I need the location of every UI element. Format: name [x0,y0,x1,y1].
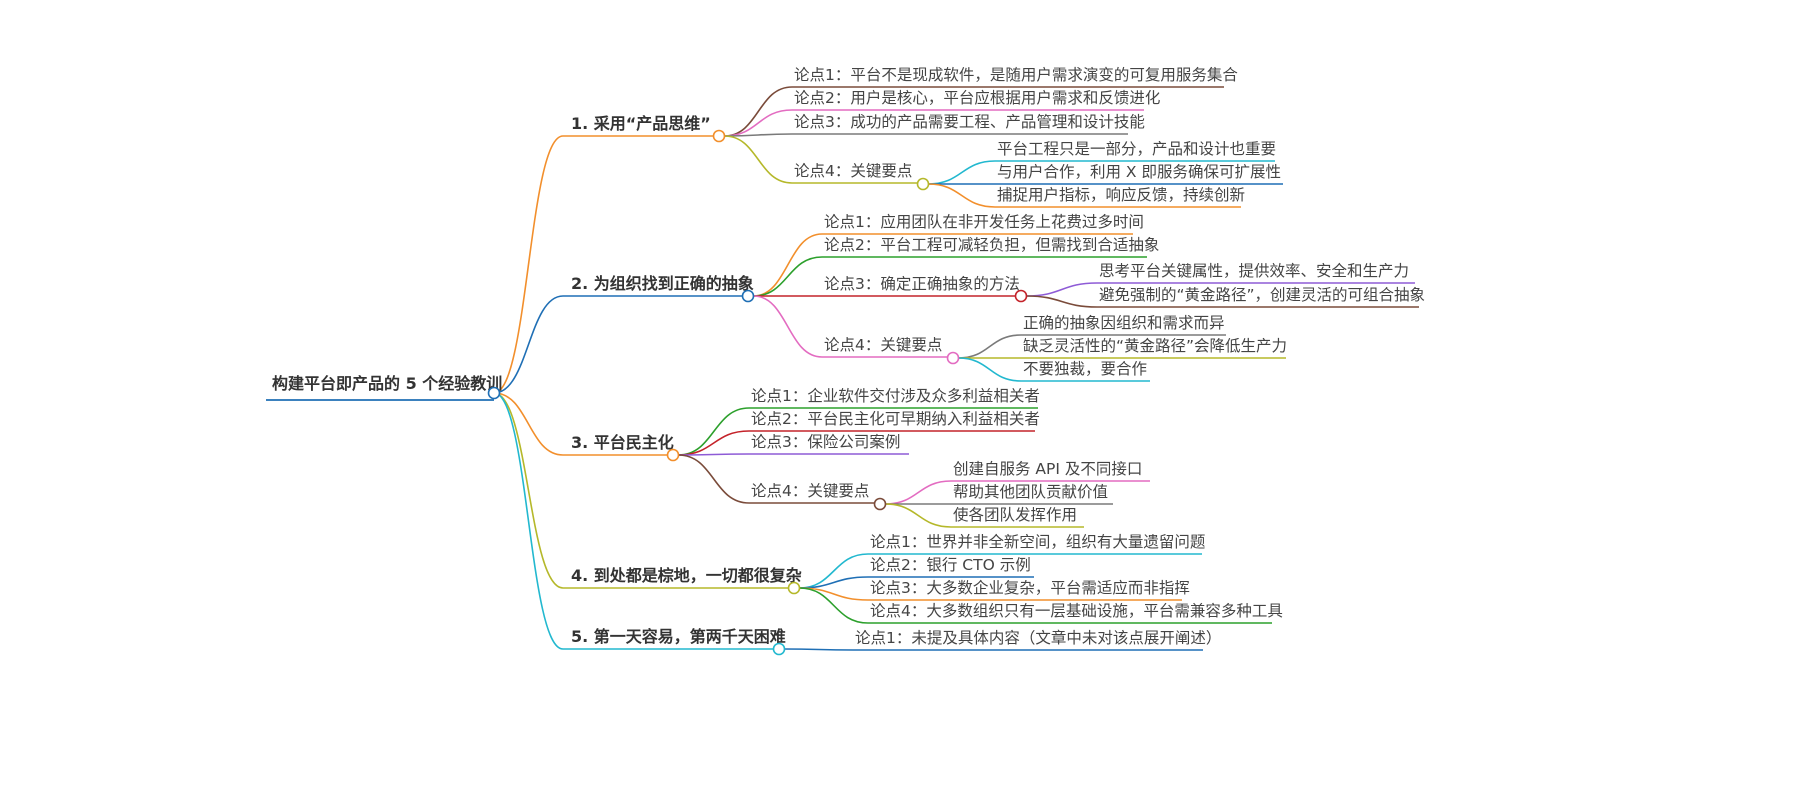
edge-branch-1-point-4 [724,135,793,184]
branch-1-point-4[interactable]: 论点4：关键要点 [794,162,912,180]
edge-branch-3-point-4-sub-1 [885,480,952,505]
nodes-layer: 构建平台即产品的 5 个经验教训 1. 采用“产品思维” 论点1：平台不是现成软件，… [272,66,1425,656]
edge-root-branch-4 [493,392,564,589]
edge-branch-2-point-3-sub-1 [1026,282,1098,297]
edge-branch-3-point-1 [678,407,750,456]
branch-5-expander[interactable] [772,642,786,656]
branch-3-expander[interactable] [666,448,680,462]
edge-branch-2-point-4-sub-3 [958,357,1022,382]
branch-4-point-1[interactable]: 论点1：世界并非全新空间，组织有大量遗留问题 [870,533,1205,551]
edge-branch-3-point-2 [678,430,750,456]
branch-4-title[interactable]: 4. 到处都是棕地，一切都很复杂 [571,566,802,585]
branch-2-point-3[interactable]: 论点3：确定正确抽象的方法 [824,275,1020,293]
branch-2-title[interactable]: 2. 为组织找到正确的抽象 [571,274,754,293]
branch-3-point-4[interactable]: 论点4：关键要点 [751,482,869,500]
edge-branch-1-point-4-sub-1 [928,160,996,185]
branch-2-point-4-sub-1[interactable]: 正确的抽象因组织和需求而异 [1023,314,1225,332]
edge-branch-2-point-3-sub-2 [1026,295,1098,308]
branch-2-point-3-sub-1[interactable]: 思考平台关键属性，提供效率、安全和生产力 [1099,262,1409,280]
branch-4-point-4[interactable]: 论点4：大多数组织只有一层基础设施，平台需兼容多种工具 [870,602,1283,620]
branch-2-expander[interactable] [741,289,755,303]
branch-3-point-2[interactable]: 论点2：平台民主化可早期纳入利益相关者 [751,410,1040,428]
branch-1-point-2[interactable]: 论点2：用户是核心，平台应根据用户需求和反馈进化 [794,88,1160,107]
branch-3-point-4-expander[interactable] [873,497,887,511]
edge-branch-2-point-4 [753,295,823,358]
edge-branch-1-point-1 [724,86,793,137]
edge-branch-2-point-4-sub-1 [958,334,1022,359]
edge-branch-3-point-4 [678,454,750,504]
edges-layer [266,86,1419,651]
edge-root-branch-1 [493,135,564,394]
root-expander[interactable] [487,386,501,400]
branch-3-point-3[interactable]: 论点3：保险公司案例 [751,433,900,451]
branch-1-point-4-sub-3[interactable]: 捕捉用户指标，响应反馈，持续创新 [997,185,1245,204]
edge-branch-2-point-1 [753,233,823,297]
branch-4-point-3[interactable]: 论点3：大多数企业复杂，平台需适应而非指挥 [870,578,1190,597]
branch-1-point-4-expander[interactable] [916,177,930,191]
branch-3-point-4-sub-1[interactable]: 创建自服务 API 及不同接口 [953,460,1142,478]
branch-1-expander[interactable] [712,129,726,143]
edge-root-branch-3 [493,392,564,456]
edge-branch-1-point-2 [724,109,793,137]
edge-branch-1-point-4-sub-3 [928,183,996,208]
edge-branch-5-point-1 [784,648,854,651]
edge-branch-4-point-4 [799,587,869,624]
branch-2-point-4-sub-2[interactable]: 缺乏灵活性的“黄金路径”会降低生产力 [1023,337,1287,355]
branch-3-point-4-sub-3[interactable]: 使各团队发挥作用 [953,506,1077,524]
branch-2-point-4[interactable]: 论点4：关键要点 [824,336,942,354]
branch-4-expander[interactable] [787,581,801,595]
root-topic[interactable]: 构建平台即产品的 5 个经验教训 [272,374,502,393]
branch-3-point-1[interactable]: 论点1：企业软件交付涉及众多利益相关者 [751,387,1040,405]
edge-branch-2-point-2 [753,256,823,297]
branch-5-point-1[interactable]: 论点1：未提及具体内容（文章中未对该点展开阐述） [855,629,1221,647]
branch-1-point-3[interactable]: 论点3：成功的产品需要工程、产品管理和设计技能 [794,113,1145,131]
branch-2-point-3-sub-2[interactable]: 避免强制的“黄金路径”，创建灵活的可组合抽象 [1099,286,1425,304]
branch-3-title[interactable]: 3. 平台民主化 [571,433,674,452]
branch-2-point-4-expander[interactable] [946,351,960,365]
branch-2-point-4-sub-3[interactable]: 不要独裁，要合作 [1023,360,1147,378]
branch-2-point-2[interactable]: 论点2：平台工程可减轻负担，但需找到合适抽象 [824,236,1159,254]
branch-4-point-2[interactable]: 论点2：银行 CTO 示例 [870,556,1031,574]
branch-2-point-1[interactable]: 论点1：应用团队在非开发任务上花费过多时间 [824,212,1144,231]
branch-1-point-4-sub-2[interactable]: 与用户合作，利用 X 即服务确保可扩展性 [997,163,1281,181]
edge-branch-3-point-4-sub-3 [885,503,952,528]
branch-1-point-4-sub-1[interactable]: 平台工程只是一部分，产品和设计也重要 [997,140,1276,158]
edge-root-branch-5 [493,392,564,650]
branch-3-point-4-sub-2[interactable]: 帮助其他团队贡献价值 [953,483,1108,501]
branch-1-point-1[interactable]: 论点1：平台不是现成软件，是随用户需求演变的可复用服务集合 [794,66,1238,84]
branch-2-point-3-expander[interactable] [1014,289,1028,303]
edge-branch-4-point-1 [799,553,869,589]
edge-branch-1-point-3 [724,133,793,137]
branch-5-title[interactable]: 5. 第一天容易，第两千天困难 [571,627,786,646]
edge-root-branch-2 [493,295,564,394]
edge-branch-3-point-3 [678,453,750,456]
branch-1-title[interactable]: 1. 采用“产品思维” [571,114,711,133]
